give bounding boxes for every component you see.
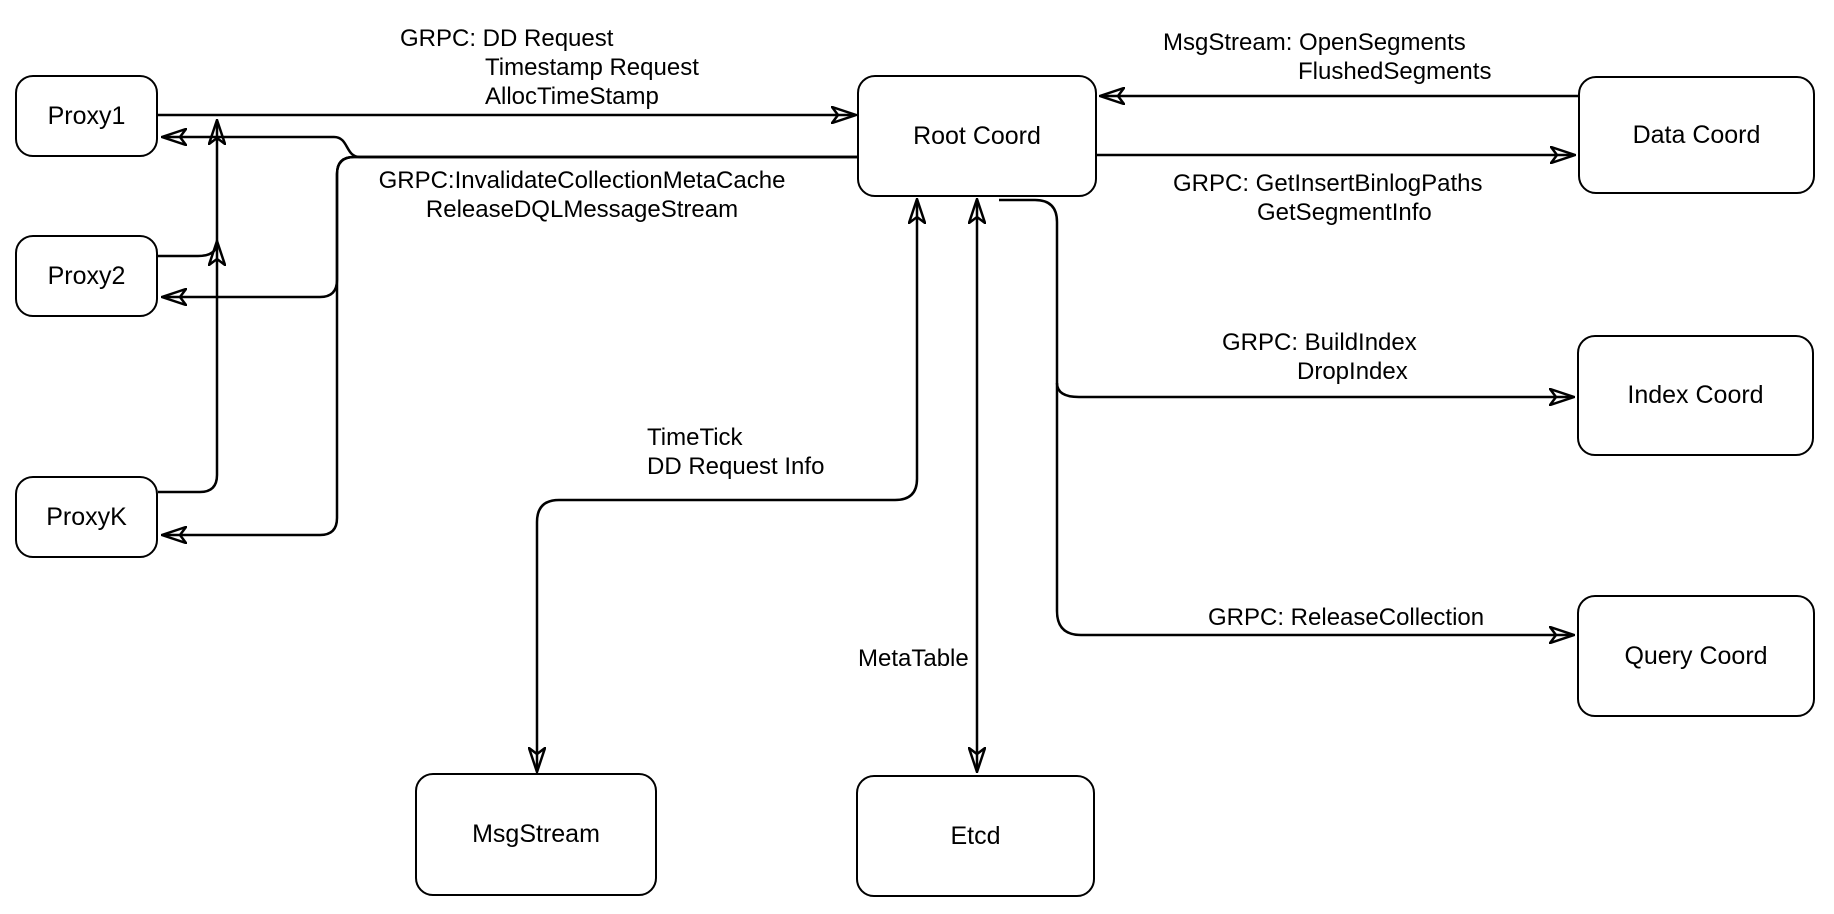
edge-label-open-segments: MsgStream: OpenSegments FlushedSegments — [1163, 28, 1491, 86]
node-etcd-label: Etcd — [950, 821, 1001, 850]
edge-label-line: GRPC:InvalidateCollectionMetaCache — [378, 167, 786, 194]
edge-label-line: TimeTick — [647, 424, 743, 451]
edge-label-timetick: TimeTick DD Request Info — [647, 423, 824, 481]
edge-label-line: GRPC: ReleaseCollection — [1208, 604, 1485, 631]
edge-label-line: DD Request Info — [647, 453, 825, 480]
node-data-coord-label: Data Coord — [1632, 120, 1761, 149]
node-proxyk-label: ProxyK — [46, 502, 127, 531]
edge-rootcoord-to-indexcoord — [1055, 382, 1573, 397]
edge-rootcoord-to-proxyk — [163, 155, 857, 535]
edge-label-line: GRPC: GetInsertBinlogPaths — [1173, 170, 1483, 197]
edge-proxyk-merge-to-rootcoord-line — [158, 121, 217, 494]
edge-rootcoord-to-querycoord — [999, 198, 1573, 635]
node-proxy2-label: Proxy2 — [47, 261, 126, 290]
node-proxyk: ProxyK — [15, 476, 158, 558]
edge-label-line: AllocTimeStamp — [485, 83, 659, 110]
edge-label-line: Timestamp Request — [485, 54, 699, 81]
node-index-coord-label: Index Coord — [1627, 381, 1764, 409]
edge-label-binlog-paths: GRPC: GetInsertBinlogPaths GetSegmentInf… — [1173, 169, 1482, 227]
node-proxy1-label: Proxy1 — [47, 101, 126, 130]
node-query-coord-label: Query Coord — [1624, 641, 1768, 670]
edge-label-build-index: GRPC: BuildIndex DropIndex — [1222, 328, 1417, 386]
edge-label-line: FlushedSegments — [1298, 58, 1492, 85]
edge-label-line: MetaTable — [858, 645, 969, 672]
node-proxy1: Proxy1 — [15, 75, 158, 157]
edge-label-dd-request: GRPC: DD Request Timestamp Request Alloc… — [400, 24, 699, 111]
node-data-coord: Data Coord — [1578, 76, 1815, 194]
node-etcd: Etcd — [856, 775, 1095, 897]
edge-label-line: GetSegmentInfo — [1257, 199, 1432, 226]
edge-rootcoord-msgstream-timetick — [537, 200, 917, 771]
node-root-coord: Root Coord — [857, 75, 1097, 197]
edge-label-line: ReleaseDQLMessageStream — [425, 196, 739, 223]
edge-label-metatable: MetaTable — [858, 644, 969, 673]
edge-proxy2-merge-to-trunk — [158, 242, 217, 256]
node-msgstream: MsgStream — [415, 773, 657, 896]
edge-label-line: GRPC: BuildIndex — [1222, 329, 1417, 356]
node-root-coord-label: Root Coord — [913, 121, 1041, 150]
edge-label-line: MsgStream: OpenSegments — [1163, 29, 1466, 56]
edge-label-release-collection: GRPC: ReleaseCollection — [1208, 603, 1484, 632]
node-query-coord: Query Coord — [1577, 595, 1815, 717]
edge-label-invalidate-collection: GRPC:InvalidateCollectionMetaCache Relea… — [372, 166, 792, 224]
node-msgstream-label: MsgStream — [472, 820, 600, 848]
edge-label-line: DropIndex — [1297, 358, 1408, 385]
node-proxy2: Proxy2 — [15, 235, 158, 317]
edge-label-line: GRPC: DD Request — [400, 25, 614, 52]
node-index-coord: Index Coord — [1577, 335, 1814, 456]
edge-rootcoord-to-proxy1 — [163, 137, 857, 159]
